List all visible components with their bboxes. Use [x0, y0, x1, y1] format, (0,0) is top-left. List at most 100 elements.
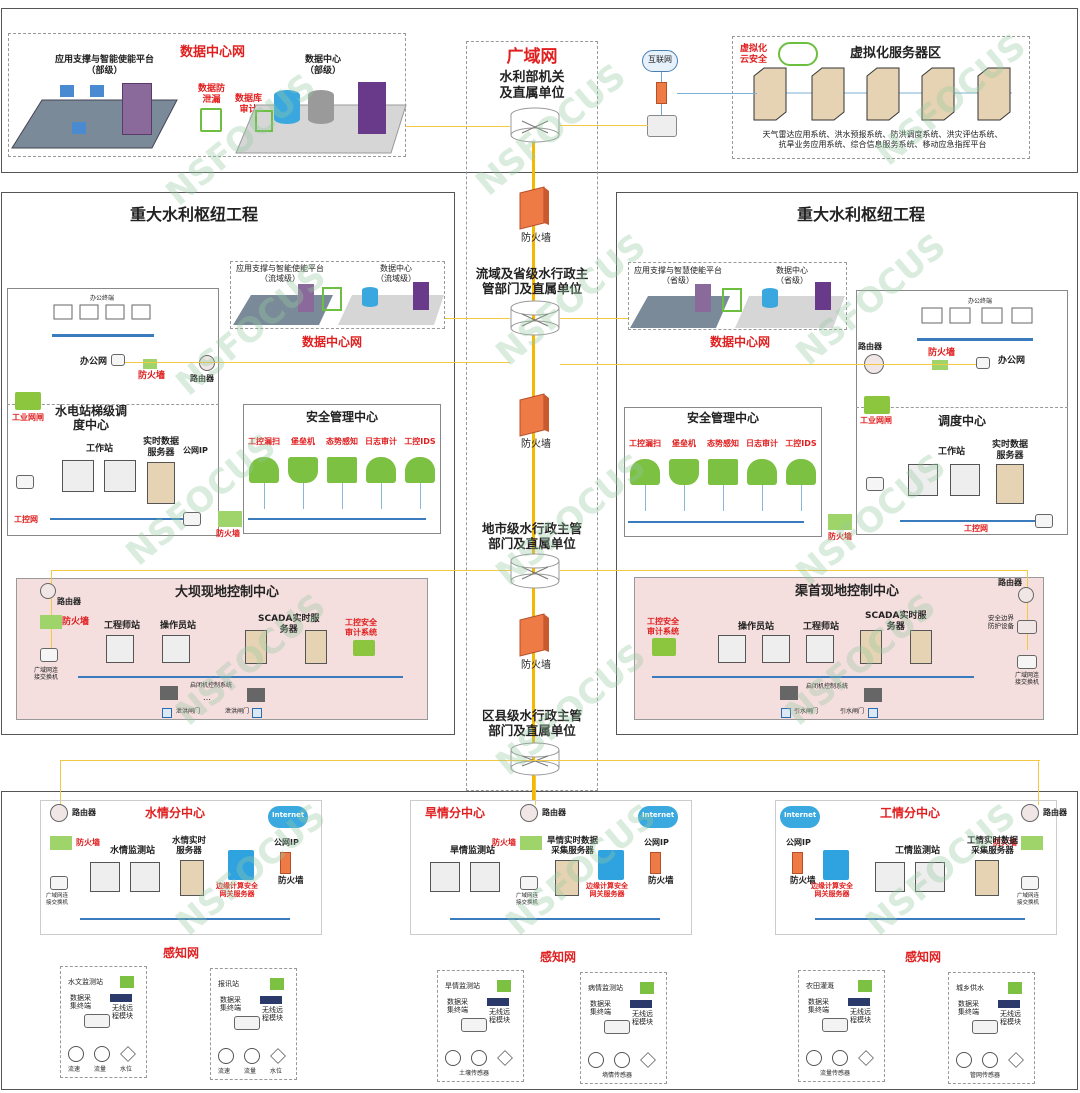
- sensor-icon[interactable]: [445, 1050, 461, 1066]
- workstation-icon[interactable]: [90, 862, 120, 892]
- data-terminal-icon[interactable]: [822, 1018, 848, 1032]
- smc-item[interactable]: 工控IDS: [401, 436, 439, 516]
- sensor-icon[interactable]: [588, 1052, 604, 1068]
- left-office-switch-icon[interactable]: [111, 354, 125, 366]
- sensor-station-icon[interactable]: [497, 980, 511, 992]
- center-switch-icon[interactable]: [520, 876, 538, 890]
- scada-server-icon[interactable]: [910, 630, 932, 664]
- gate-controller-icon[interactable]: [780, 686, 798, 700]
- sensor-icon[interactable]: [614, 1052, 630, 1068]
- internet-cloud-icon[interactable]: [268, 806, 308, 828]
- wireless-module-icon[interactable]: [848, 998, 870, 1006]
- center-firewall-icon[interactable]: [1021, 836, 1043, 850]
- internet-firewall-icon[interactable]: [656, 82, 667, 104]
- data-terminal-icon[interactable]: [84, 1014, 110, 1028]
- gate-controller-icon[interactable]: [864, 688, 882, 702]
- right-ics-edge-switch-icon[interactable]: [1035, 514, 1053, 528]
- dam-firewall-icon[interactable]: [40, 615, 62, 629]
- sensor-station-icon[interactable]: [858, 980, 872, 992]
- workstation-icon[interactable]: [950, 464, 980, 496]
- sensor-icon[interactable]: [94, 1046, 110, 1062]
- workstation-icon[interactable]: [875, 862, 905, 892]
- left-smc-firewall-icon[interactable]: [218, 511, 242, 527]
- data-terminal-icon[interactable]: [461, 1018, 487, 1032]
- sensor-station-icon[interactable]: [640, 982, 654, 994]
- scada-server-icon[interactable]: [305, 630, 327, 664]
- center-router-icon[interactable]: [50, 804, 68, 822]
- sensor-icon[interactable]: [806, 1050, 822, 1066]
- workstation-icon[interactable]: [718, 635, 746, 663]
- dam-switch-icon[interactable]: [40, 648, 58, 662]
- rt-server-icon[interactable]: [555, 860, 579, 896]
- wireless-module-icon[interactable]: [998, 1000, 1020, 1008]
- gate-controller-icon[interactable]: [247, 688, 265, 702]
- right-office-switch-icon[interactable]: [976, 357, 990, 369]
- workstation-icon[interactable]: [62, 460, 94, 492]
- gate-controller-icon[interactable]: [160, 686, 178, 700]
- rt-server-icon[interactable]: [996, 464, 1024, 504]
- workstation-icon[interactable]: [130, 862, 160, 892]
- wireless-module-icon[interactable]: [630, 1000, 652, 1008]
- valve-icon[interactable]: [252, 708, 262, 718]
- center-firewall-icon[interactable]: [520, 836, 542, 850]
- canal-router-icon[interactable]: [1018, 587, 1034, 603]
- internet-cloud[interactable]: [642, 50, 678, 72]
- center-firewall-icon[interactable]: [50, 836, 72, 850]
- left-ics-edge-switch-icon[interactable]: [183, 512, 201, 526]
- wan-router-county[interactable]: [510, 742, 560, 776]
- rt-server-icon[interactable]: [975, 860, 999, 896]
- wan-firewall-1[interactable]: [516, 185, 550, 231]
- valve-icon[interactable]: [781, 708, 791, 718]
- wan-router-city[interactable]: [510, 553, 560, 589]
- sensor-station-icon[interactable]: [120, 976, 134, 988]
- sensor-icon[interactable]: [244, 1048, 260, 1064]
- workstation-icon[interactable]: [762, 635, 790, 663]
- left-industrial-gate-icon[interactable]: [15, 392, 41, 410]
- left-ics-switch-icon[interactable]: [16, 475, 34, 489]
- left-router-icon[interactable]: [199, 355, 215, 371]
- wan-router-basin[interactable]: [510, 300, 560, 336]
- data-terminal-icon[interactable]: [604, 1020, 630, 1034]
- right-industrial-gate-icon[interactable]: [864, 396, 890, 414]
- wan-router-ministry[interactable]: [510, 107, 560, 143]
- smc-item[interactable]: 态势感知: [323, 436, 361, 516]
- smc-item[interactable]: 态势感知: [704, 438, 742, 518]
- data-terminal-icon[interactable]: [972, 1020, 998, 1034]
- center-router-icon[interactable]: [1021, 804, 1039, 822]
- wireless-module-icon[interactable]: [110, 994, 132, 1002]
- edge-gateway-icon[interactable]: [823, 850, 849, 880]
- left-office-firewall-icon[interactable]: [143, 359, 157, 369]
- ics-audit-icon[interactable]: [353, 640, 375, 656]
- valve-icon[interactable]: [162, 708, 172, 718]
- core-switch-icon[interactable]: [647, 115, 677, 137]
- wireless-module-icon[interactable]: [260, 996, 282, 1004]
- dam-router-icon[interactable]: [40, 583, 56, 599]
- edge-gateway-icon[interactable]: [598, 850, 624, 880]
- smc-item[interactable]: 工控IDS: [782, 438, 820, 518]
- smc-item[interactable]: 日志审计: [362, 436, 400, 516]
- smc-item[interactable]: 堡垒机: [284, 436, 322, 516]
- internet-cloud-icon[interactable]: [638, 806, 678, 828]
- center-router-icon[interactable]: [520, 804, 538, 822]
- workstation-icon[interactable]: [915, 862, 945, 892]
- smc-item[interactable]: 工控漏扫: [626, 438, 664, 518]
- smc-item[interactable]: 堡垒机: [665, 438, 703, 518]
- wireless-module-icon[interactable]: [487, 998, 509, 1006]
- smc-item[interactable]: 工控漏扫: [245, 436, 283, 516]
- wan-firewall-2[interactable]: [516, 392, 550, 438]
- internet-cloud-icon[interactable]: [780, 806, 820, 828]
- center-fw-icon[interactable]: [650, 852, 661, 874]
- scada-server-icon[interactable]: [245, 630, 267, 664]
- workstation-icon[interactable]: [106, 635, 134, 663]
- right-ics-switch-icon[interactable]: [866, 477, 884, 491]
- workstation-icon[interactable]: [908, 464, 938, 496]
- sensor-icon[interactable]: [832, 1050, 848, 1066]
- canal-switch-icon[interactable]: [1017, 655, 1037, 669]
- valve-icon[interactable]: [868, 708, 878, 718]
- sensor-icon[interactable]: [471, 1050, 487, 1066]
- wan-firewall-3[interactable]: [516, 612, 550, 658]
- sensor-station-icon[interactable]: [270, 978, 284, 990]
- center-fw-icon[interactable]: [792, 852, 803, 874]
- edge-gateway-icon[interactable]: [228, 850, 254, 880]
- boundary-protection-icon[interactable]: [1017, 620, 1037, 634]
